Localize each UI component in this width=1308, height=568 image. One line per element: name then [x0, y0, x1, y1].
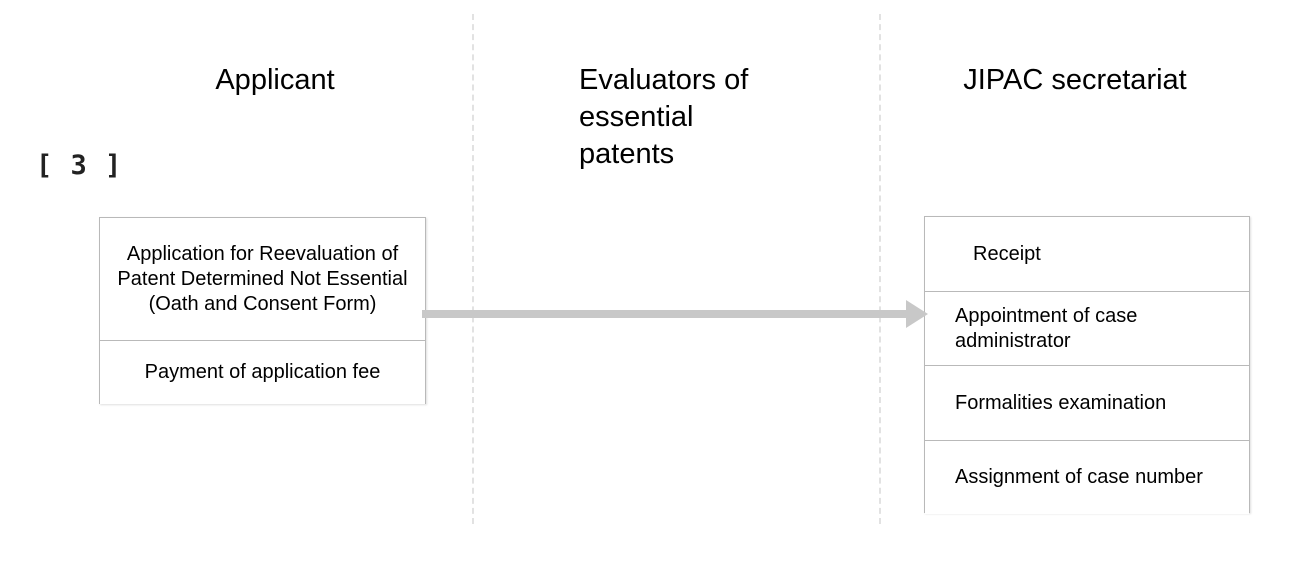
- arrow-applicant-to-jipac: [422, 300, 928, 328]
- applicant-step-label: Payment of application fee: [144, 361, 381, 383]
- jipac-step-label: Appointment of case administrator: [955, 304, 1138, 352]
- lane-header-evaluators: Evaluators of essential patents: [579, 64, 749, 170]
- lane-header-applicant: Applicant: [215, 64, 335, 96]
- arrow-icon: [422, 300, 928, 328]
- jipac-step-group: Receipt Appointment of case administrato…: [924, 216, 1250, 514]
- applicant-step-box[interactable]: Payment of application fee: [100, 341, 425, 404]
- jipac-step-box[interactable]: Assignment of case number: [925, 441, 1249, 514]
- step-number-tag: [ 3 ]: [36, 150, 123, 181]
- lane-header-jipac: JIPAC secretariat: [963, 64, 1187, 96]
- lane-divider-evaluators-jipac: [879, 14, 881, 524]
- jipac-step-box[interactable]: Receipt: [925, 217, 1249, 292]
- jipac-step-box[interactable]: Appointment of case administrator: [925, 292, 1249, 366]
- jipac-step-box[interactable]: Formalities examination: [925, 366, 1249, 441]
- lane-divider-applicant-evaluators: [472, 14, 474, 524]
- applicant-step-box[interactable]: Application for Reevaluation of Patent D…: [100, 218, 425, 341]
- jipac-step-label: Formalities examination: [955, 391, 1167, 414]
- jipac-step-label: Assignment of case number: [955, 466, 1203, 488]
- applicant-step-group: Application for Reevaluation of Patent D…: [99, 217, 426, 404]
- jipac-step-label: Receipt: [973, 242, 1041, 265]
- applicant-step-label: Application for Reevaluation of Patent D…: [117, 242, 408, 315]
